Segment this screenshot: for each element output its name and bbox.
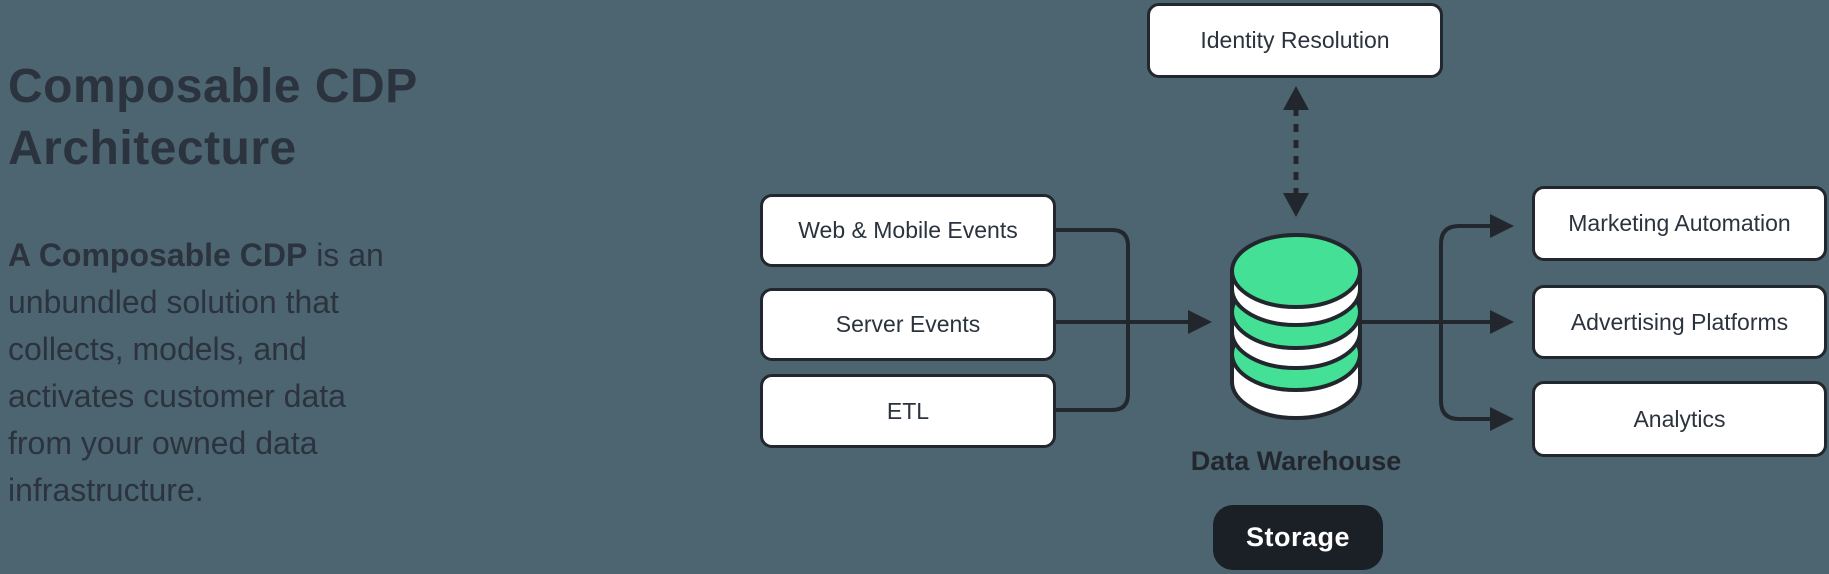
node-label: Identity Resolution: [1200, 27, 1390, 53]
node-label: ETL: [886, 397, 930, 424]
arrow-up-icon: [1283, 86, 1309, 110]
database-icon: [1230, 233, 1362, 420]
intro-lead-bold: A Composable CDP: [8, 237, 308, 273]
arrow-right-icon: [1490, 407, 1514, 431]
intro-body-line: unbundled solution that: [8, 284, 339, 320]
arrow-right-icon: [1490, 214, 1514, 238]
arrow-right-icon: [1188, 310, 1212, 334]
arrow-right-icon: [1490, 310, 1514, 334]
node-label: Advertising Platforms: [1570, 308, 1789, 335]
data-warehouse-label: Data Warehouse: [1190, 446, 1402, 476]
arrow-down-icon: [1283, 193, 1309, 217]
node-etl: ETL: [760, 374, 1056, 448]
intro-lead-line: A Composable CDP is an: [8, 232, 438, 279]
intro-paragraph: A Composable CDP is an unbundled solutio…: [8, 232, 438, 514]
node-advertising-platforms: Advertising Platforms: [1532, 285, 1827, 359]
sources-bracket-connector: [1056, 228, 1212, 412]
intro-block: Composable CDP Architecture A Composable…: [8, 56, 438, 508]
node-label: Marketing Automation: [1568, 210, 1791, 236]
node-label: Server Events: [835, 311, 981, 337]
identity-warehouse-dashed-connector: [1283, 86, 1309, 217]
intro-body-line: from your owned data: [8, 425, 318, 461]
node-web-mobile-events: Web & Mobile Events: [760, 194, 1056, 267]
intro-body-line: collects, models, and: [8, 331, 307, 367]
page-title-line: Composable CDP: [8, 60, 418, 113]
node-identity-resolution: Identity Resolution: [1147, 3, 1443, 78]
intro-body-line: infrastructure.: [8, 472, 204, 508]
node-label: Analytics: [1633, 405, 1726, 432]
node-label: Web & Mobile Events: [798, 217, 1018, 243]
intro-lead-rest: is an: [307, 237, 384, 273]
intro-body-line: activates customer data: [8, 378, 346, 414]
storage-badge-label: Storage: [1245, 522, 1351, 552]
node-analytics: Analytics: [1532, 381, 1827, 457]
page-title-line: Architecture: [8, 122, 297, 175]
storage-badge: Storage: [1213, 505, 1383, 570]
page-title: Composable CDP Architecture: [8, 56, 438, 180]
node-marketing-automation: Marketing Automation: [1532, 186, 1827, 261]
destinations-fanout-connector: [1362, 214, 1514, 431]
node-server-events: Server Events: [760, 288, 1056, 361]
